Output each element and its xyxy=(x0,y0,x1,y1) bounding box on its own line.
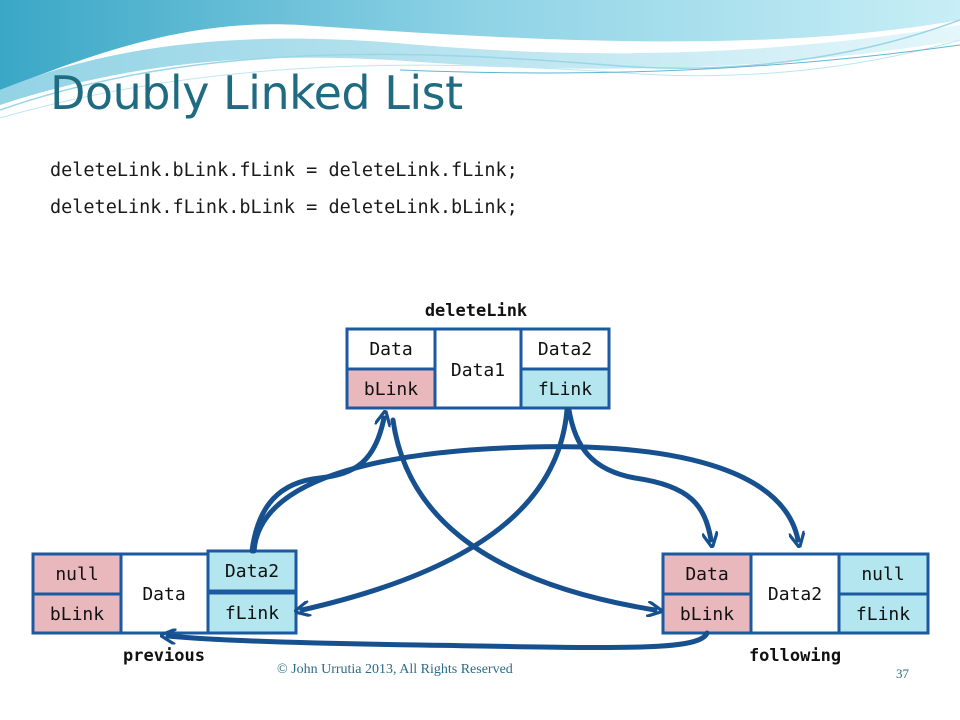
wave-band-light xyxy=(0,25,960,105)
arrow-following-blink-to-previous xyxy=(168,633,710,651)
wave-band-top xyxy=(0,0,960,90)
previous-node-label: previous xyxy=(123,646,205,666)
arrow-previous-flink-to-delete xyxy=(249,418,384,554)
previous-node-top-left-text: null xyxy=(55,564,98,585)
following-node-null-cell xyxy=(837,552,930,596)
arrows xyxy=(168,407,798,651)
following-node-top-right-text: null xyxy=(861,564,904,585)
arrow-previous-flink-to-following-arc xyxy=(251,444,798,554)
code-line-2: deleteLink.fLink.bLink = deleteLink.bLin… xyxy=(50,197,518,218)
delete-node-label: deleteLink xyxy=(425,301,527,321)
previous-node-center-cell xyxy=(119,552,210,635)
following-node-bottom-right-text: fLink xyxy=(856,604,910,625)
delete-node-bottom-right-text: fLink xyxy=(538,379,592,400)
following-node-top-left-text: Data xyxy=(685,564,728,585)
following-node-center-text: Data2 xyxy=(768,584,822,605)
delete-node-data2-cell xyxy=(519,327,611,371)
delete-node-center-text: Data1 xyxy=(451,360,505,381)
delete-node-center-cell xyxy=(433,327,523,410)
copyright-footer: © John Urrutia 2013, All Rights Reserved xyxy=(277,662,513,677)
following-node: Data bLink Data2 null fLink xyxy=(661,552,930,635)
delete-node-top-right-text: Data2 xyxy=(538,339,592,360)
wave-line-1 xyxy=(0,19,960,111)
following-node-bottom-left-text: bLink xyxy=(680,604,734,625)
previous-node-bottom-right-text: fLink xyxy=(225,603,279,624)
previous-node-center-text: Data xyxy=(142,584,185,605)
arrow-delete-blink-to-following xyxy=(390,417,655,610)
previous-node: null bLink Data Data2 fLink xyxy=(31,549,298,635)
previous-node-flink-cell xyxy=(206,591,298,635)
wave-line-2 xyxy=(0,39,960,119)
page-number: 37 xyxy=(896,666,909,681)
following-node-flink-cell xyxy=(837,592,930,635)
previous-node-top-right-text: Data2 xyxy=(225,561,279,582)
delete-node-blink-cell xyxy=(345,367,437,410)
following-node-label: following xyxy=(749,646,841,666)
following-node-data-cell xyxy=(661,552,753,596)
wave-line-3 xyxy=(399,44,960,74)
arrow-delete-flink-to-following xyxy=(566,407,711,540)
previous-node-bottom-left-text: bLink xyxy=(50,604,104,625)
previous-node-blink-cell xyxy=(31,592,123,635)
delete-node-bottom-left-text: bLink xyxy=(364,379,418,400)
previous-node-null-cell xyxy=(31,552,123,596)
previous-node-data2-cell xyxy=(206,549,298,593)
delete-node-flink-cell xyxy=(519,367,611,410)
slide-title: Doubly Linked List xyxy=(50,66,463,120)
delete-node: Data bLink Data1 Data2 fLink xyxy=(345,327,611,410)
header-wave-decoration xyxy=(0,0,960,119)
arrow-delete-flink-to-previous xyxy=(302,407,570,610)
code-line-1: deleteLink.bLink.fLink = deleteLink.fLin… xyxy=(50,160,518,181)
delete-node-top-left-text: Data xyxy=(369,339,412,360)
